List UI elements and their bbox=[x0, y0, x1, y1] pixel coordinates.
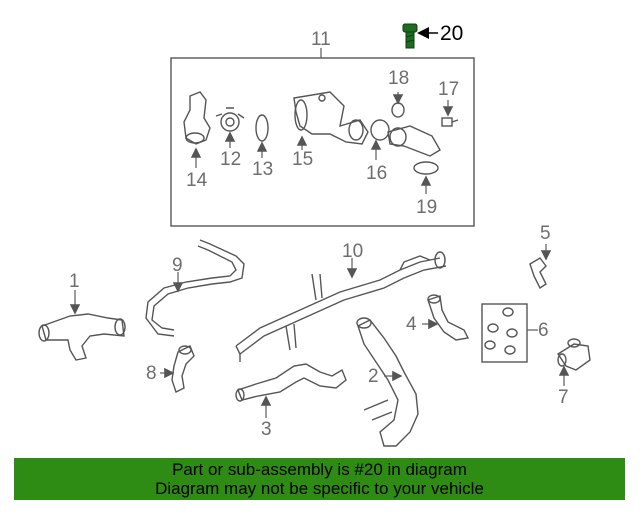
callout-11: 11 bbox=[311, 29, 331, 50]
part-18-o-ring[interactable] bbox=[391, 102, 405, 118]
callout-2: 2 bbox=[368, 366, 379, 387]
callout-18: 18 bbox=[388, 68, 410, 89]
part-9-pipe[interactable] bbox=[145, 239, 245, 337]
part-5-hose[interactable] bbox=[529, 257, 547, 290]
part-3-hose[interactable] bbox=[235, 363, 347, 402]
part-8-hose[interactable] bbox=[171, 345, 195, 393]
part-4-hose[interactable] bbox=[427, 294, 470, 341]
part-pipe-in-assembly[interactable] bbox=[387, 125, 441, 157]
part-10-pipe-assembly[interactable] bbox=[235, 251, 447, 362]
assembly-box-11 bbox=[170, 57, 475, 227]
part-16-gasket[interactable] bbox=[370, 119, 390, 141]
callout-7: 7 bbox=[558, 387, 569, 408]
banner-line-2: Diagram may not be specific to your vehi… bbox=[155, 479, 484, 498]
callout-19: 19 bbox=[416, 197, 438, 218]
part-12-thermostat[interactable] bbox=[215, 107, 245, 132]
callout-13: 13 bbox=[252, 159, 274, 180]
callout-17: 17 bbox=[438, 79, 460, 100]
callout-16: 16 bbox=[366, 163, 388, 184]
part-17-sensor[interactable] bbox=[441, 117, 459, 127]
callout-14: 14 bbox=[186, 170, 208, 191]
callout-10: 10 bbox=[342, 241, 364, 262]
part-13-gasket[interactable] bbox=[255, 114, 269, 142]
info-banner: Part or sub-assembly is #20 in diagram D… bbox=[14, 458, 625, 500]
banner-line-1: Part or sub-assembly is #20 in diagram bbox=[172, 460, 467, 479]
part-19-o-ring[interactable] bbox=[413, 161, 439, 175]
callout-8: 8 bbox=[146, 363, 157, 384]
part-14-connector[interactable] bbox=[183, 91, 211, 145]
callout-20[interactable]: 20 bbox=[440, 22, 464, 45]
callout-12: 12 bbox=[220, 149, 242, 170]
callout-3: 3 bbox=[261, 419, 272, 440]
callout-5: 5 bbox=[540, 223, 551, 244]
part-2-hose[interactable] bbox=[356, 317, 419, 447]
part-1-hose[interactable] bbox=[38, 313, 126, 361]
part-15-outlet-housing[interactable] bbox=[293, 91, 369, 145]
callout-9: 9 bbox=[172, 255, 183, 276]
part-20-bolt[interactable] bbox=[402, 23, 418, 49]
callout-1: 1 bbox=[69, 271, 80, 292]
callout-6: 6 bbox=[538, 320, 549, 341]
part-7-fitting[interactable] bbox=[557, 338, 591, 371]
callout-15: 15 bbox=[292, 149, 314, 170]
callout-4: 4 bbox=[406, 314, 417, 335]
part-6-clamp-kit[interactable] bbox=[481, 303, 528, 363]
parts-diagram bbox=[38, 23, 591, 447]
